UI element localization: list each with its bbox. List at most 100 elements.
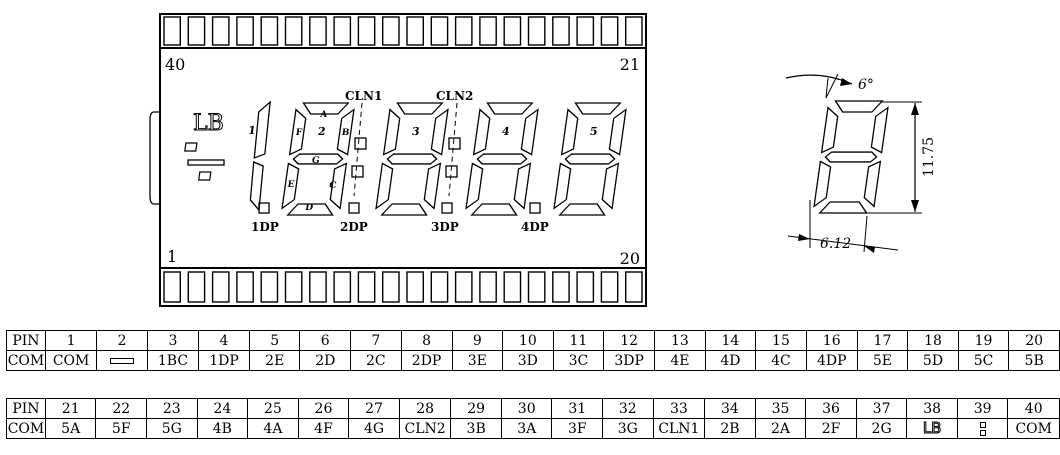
digit-4-segment-d xyxy=(470,203,518,216)
pin-number-cell: 40 xyxy=(1007,398,1060,419)
segment-letter-f: F xyxy=(295,128,303,138)
segment-cell: 3DP xyxy=(603,350,656,371)
segment-cell: 5G xyxy=(146,418,198,439)
digit-1: 1 xyxy=(247,100,271,212)
digit-4-number: 4 xyxy=(501,125,511,138)
digit-4-segment-e xyxy=(465,162,484,210)
digit-2-segment-b xyxy=(336,108,355,156)
width-label: 6.12 xyxy=(820,236,851,252)
segment-cell-lb: LB xyxy=(906,418,958,439)
minus-sign-icon xyxy=(110,357,135,364)
pin-number-cell: 35 xyxy=(754,398,807,419)
digit-2-segment-c xyxy=(329,162,348,210)
segment-cell: COM xyxy=(6,350,46,371)
bottom-pins-pin xyxy=(406,271,424,303)
colon-1-dot-bottom xyxy=(351,165,364,178)
top-pins-pin xyxy=(260,16,279,46)
segment-icon-cell xyxy=(96,350,148,371)
top-pins-pin xyxy=(576,16,595,46)
digit-1-number: 1 xyxy=(247,124,256,137)
digit-3-segment-c xyxy=(423,162,442,210)
pin-number-cell: 38 xyxy=(906,398,958,419)
segment-cell: 1BC xyxy=(146,350,199,371)
pin-number-cell: 18 xyxy=(907,330,959,351)
segment-cell: CLN1 xyxy=(652,418,706,439)
pin-number-cell: 16 xyxy=(805,330,858,351)
pin-number-cell: 24 xyxy=(196,398,249,419)
digit-3-segment-g xyxy=(386,153,438,165)
segment-cell: 3B xyxy=(450,418,502,439)
bottom-pins-pin xyxy=(284,271,303,303)
dp-1-label: 1DP xyxy=(251,220,279,234)
dimension-digit-shape-segment-c xyxy=(863,160,882,208)
segment-letter-d: D xyxy=(304,203,313,213)
bottom-pins-pin xyxy=(430,271,449,303)
pin-number-cell: 14 xyxy=(704,330,757,351)
segment-cell: 5F xyxy=(95,418,147,439)
digit-3-segment-e xyxy=(375,162,394,210)
bottom-pins-pin xyxy=(576,271,595,303)
pin-number-cell: 23 xyxy=(146,398,198,419)
pin-number-cell: 29 xyxy=(450,398,502,419)
segment-cell: 2B xyxy=(704,418,756,439)
angle-label: 6° xyxy=(858,77,874,93)
angle-ref-vertical xyxy=(825,77,829,99)
top-pins-pin xyxy=(600,16,619,46)
top-pins-pin xyxy=(625,16,643,46)
segment-cell: 2A xyxy=(754,418,807,439)
colon-2-dot-bottom xyxy=(445,165,458,178)
pin-number-cell: 4 xyxy=(197,330,250,351)
bottom-pins-pin xyxy=(625,271,643,303)
segment-cell: 3C xyxy=(552,350,605,371)
dp-4-label: 4DP xyxy=(521,220,549,234)
lb-indicator: LB xyxy=(193,111,224,136)
segment-cell: 5D xyxy=(907,350,959,371)
segment-cell: 4A xyxy=(247,418,299,439)
colon-dots-icon xyxy=(979,421,986,436)
bottom-pins-pin xyxy=(236,271,254,303)
digit-2-segment-e xyxy=(281,162,300,210)
segment-cell: 4E xyxy=(654,350,706,371)
digit-2-number: 2 xyxy=(317,125,326,138)
digit-4-segment-f xyxy=(472,108,491,156)
bottom-pins-pin xyxy=(163,271,181,303)
segment-cell: 2D xyxy=(299,350,352,371)
digit-2-segment-g xyxy=(292,153,344,165)
pin-number-cell: 37 xyxy=(855,398,908,419)
top-pins-pin xyxy=(357,16,376,46)
digit-1-segment-b xyxy=(253,100,271,159)
width-arrow-right xyxy=(864,246,875,253)
pin-number-cell: 21 xyxy=(44,398,97,419)
lcd-glass-outline xyxy=(159,47,647,269)
pin-number-cell: 5 xyxy=(248,330,301,351)
minus-sign-segment xyxy=(187,159,225,166)
top-pins-pin xyxy=(454,16,473,46)
pin-number-cell: 7 xyxy=(350,330,402,351)
bottom-pins-pin xyxy=(260,271,279,303)
pin-number-cell: 17 xyxy=(856,330,909,351)
top-pins-pin xyxy=(284,16,303,46)
top-pins-pin xyxy=(382,16,400,46)
bottom-pins xyxy=(163,271,643,303)
bottom-pins-pin xyxy=(309,271,327,303)
segment-letter-a: A xyxy=(318,110,328,120)
top-pins-pin xyxy=(406,16,424,46)
pin-number-cell: 28 xyxy=(398,398,452,419)
colon-1-label: CLN1 xyxy=(345,89,382,103)
top-pins-pin xyxy=(527,16,546,46)
segment-cell: 3G xyxy=(602,418,654,439)
dp-2-label: 2DP xyxy=(340,220,368,234)
segment-cell: 2E xyxy=(248,350,301,371)
segment-letter-e: E xyxy=(287,180,295,190)
dp-1 xyxy=(258,202,270,214)
pin-number-cell: 13 xyxy=(654,330,706,351)
dp-4 xyxy=(529,202,541,214)
lb-outline-text: LB xyxy=(922,419,942,438)
segment-cell: COM xyxy=(44,350,98,371)
segment-cell: 5B xyxy=(1008,350,1060,371)
